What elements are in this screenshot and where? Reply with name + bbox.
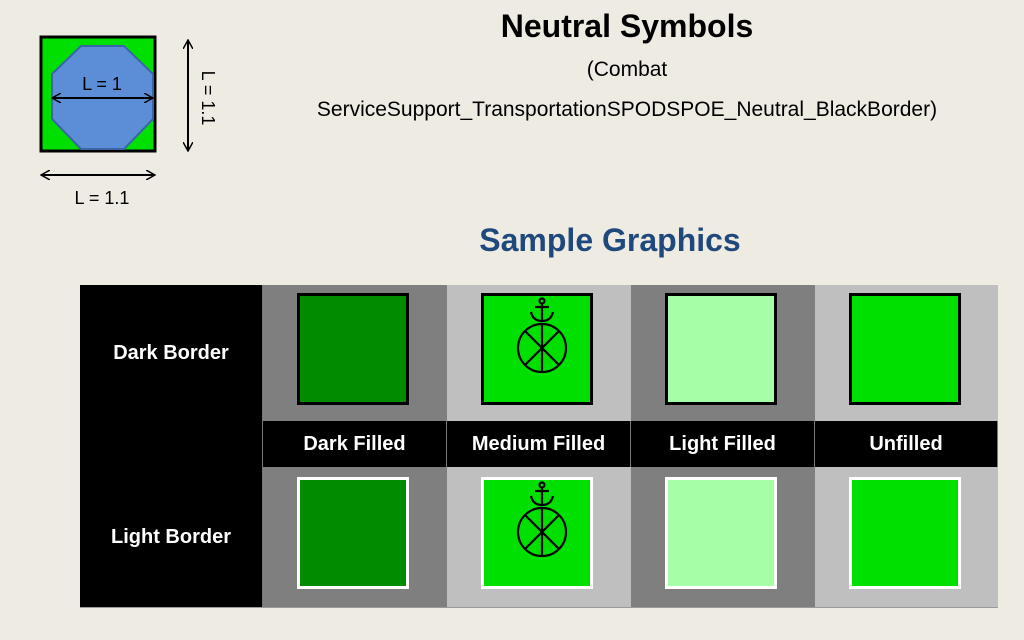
size-legend-diagram: L = 1 L = 1.1 L = 1.1 <box>39 35 218 208</box>
cell-dark-border-dark-filled <box>263 285 447 421</box>
anchor-circle-cross-icon <box>516 481 568 558</box>
inner-width-label: L = 1 <box>82 74 122 94</box>
cell-dark-border-light-filled <box>631 285 815 421</box>
sample-graphics-title: Sample Graphics <box>479 222 741 258</box>
subtitle-line-2: ServiceSupport_TransportationSPODSPOE_Ne… <box>316 98 938 121</box>
header-corner <box>80 421 263 467</box>
row-label-dark-border: Dark Border <box>80 285 263 421</box>
cell-light-border-unfilled <box>815 467 998 607</box>
anchor-circle-cross-icon <box>516 297 568 374</box>
cell-light-border-light-filled <box>631 467 815 607</box>
symbol-dark-border-unfilled <box>849 293 961 405</box>
height-label: L = 1.1 <box>198 71 218 126</box>
symbol-dark-border-dark-filled <box>297 293 409 405</box>
symbol-light-border-unfilled <box>849 477 961 589</box>
page-title: Neutral Symbols <box>500 8 754 44</box>
symbol-light-border-dark-filled <box>297 477 409 589</box>
cell-light-border-medium-filled <box>447 467 631 607</box>
symbol-dark-border-medium-filled <box>481 293 593 405</box>
symbol-light-border-light-filled <box>665 477 777 589</box>
column-header-unfilled: Unfilled <box>815 421 998 467</box>
column-header-dark-filled: Dark Filled <box>263 421 447 467</box>
column-header-light-filled: Light Filled <box>631 421 815 467</box>
sample-graphics-table: Dark Border Dark Fille <box>80 285 998 608</box>
column-header-medium-filled: Medium Filled <box>447 421 631 467</box>
width-label: L = 1.1 <box>75 188 130 208</box>
cell-dark-border-unfilled <box>815 285 998 421</box>
subtitle-line-1: (Combat <box>586 58 668 81</box>
cell-dark-border-medium-filled <box>447 285 631 421</box>
symbol-dark-border-light-filled <box>665 293 777 405</box>
cell-light-border-dark-filled <box>263 467 447 607</box>
row-label-light-border: Light Border <box>80 467 263 607</box>
symbol-light-border-medium-filled <box>481 477 593 589</box>
